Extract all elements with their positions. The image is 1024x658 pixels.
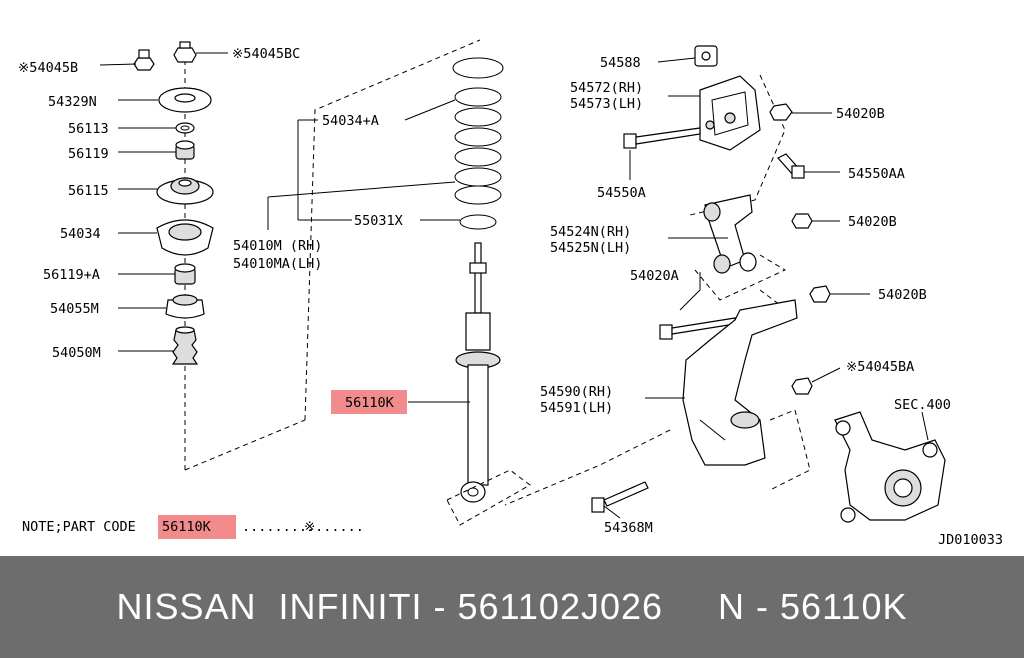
note-code: 56110K [162, 519, 212, 535]
part-bolt-54368m[interactable] [591, 481, 649, 513]
mount-stack [99, 41, 306, 471]
part-lower-seat-55031x[interactable] [459, 214, 497, 230]
note-prefix: NOTE;PART CODE [22, 519, 136, 535]
label-54524n: 54524N(RH) [550, 224, 631, 240]
part-shock-absorber-56110k[interactable] [455, 242, 501, 503]
part-nut-54045ba[interactable] [791, 377, 813, 395]
part-seat-54034[interactable] [156, 219, 214, 256]
part-washer-56113[interactable] [175, 122, 195, 134]
part-plate-54329n[interactable] [158, 87, 212, 113]
part-link-54524n[interactable] [703, 194, 757, 274]
label-54525n: 54525N(LH) [550, 240, 631, 256]
part-bumper-54050m[interactable] [171, 326, 199, 365]
note-mark: ※ [304, 519, 315, 535]
footer-title: NISSAN INFINITI - 561102J026 N - 56110K [116, 586, 908, 627]
label-54550aa: 54550AA [848, 166, 905, 182]
label-56115: 56115 [68, 183, 109, 199]
label-sec400: SEC.400 [894, 397, 951, 413]
part-nut-54045bc[interactable] [173, 41, 197, 63]
label-56113: 56113 [68, 121, 109, 137]
label-54050m: 54050M [52, 345, 101, 361]
right-assembly [504, 45, 946, 523]
note-code-highlight [158, 515, 236, 539]
label-54588: 54588 [600, 55, 641, 71]
label-54573: 54573(LH) [570, 96, 643, 112]
label-54020a: 54020A [630, 268, 679, 284]
label-56110k[interactable]: 56110K [345, 395, 395, 411]
part-nut-54020b-lower[interactable] [809, 285, 831, 303]
part-bushing-56119a[interactable] [174, 263, 196, 285]
label-54020b-lower: 54020B [878, 287, 927, 303]
note-dots: ............... [242, 519, 364, 535]
label-54055m: 54055M [50, 301, 99, 317]
label-54550a: 54550A [597, 185, 646, 201]
label-54020b-mid: 54020B [848, 214, 897, 230]
label-55031x: 55031X [354, 213, 403, 229]
part-bushing-56119[interactable] [175, 140, 195, 160]
spring-shock [267, 39, 531, 526]
label-54010ma: 54010MA(LH) [233, 256, 322, 272]
label-54034: 54034 [60, 226, 101, 242]
part-bolt-54550aa[interactable] [777, 153, 805, 179]
part-bolt-54550a[interactable] [623, 127, 701, 149]
part-nut-54045b[interactable] [133, 49, 155, 71]
label-56119a: 56119+A [43, 267, 100, 283]
label-54045ba: ※54045BA [846, 359, 914, 375]
label-54329n: 54329N [48, 94, 97, 110]
part-knuckle-54590[interactable] [682, 299, 798, 466]
label-54590: 54590(RH) [540, 384, 613, 400]
diagram-code: JD010033 [938, 532, 1003, 548]
part-bushing-54588[interactable] [694, 45, 718, 67]
label-54591: 54591(LH) [540, 400, 613, 416]
label-54045bc: ※54045BC [232, 46, 300, 62]
part-bracket-54572[interactable] [699, 75, 761, 151]
part-number-footer: NISSAN INFINITI - 561102J026 N - 56110K [0, 556, 1024, 658]
part-cup-54055m[interactable] [165, 294, 205, 319]
part-upper-seat-54034a[interactable] [452, 57, 504, 79]
part-coil-spring[interactable] [454, 87, 502, 205]
label-54010m: 54010M (RH) [233, 238, 322, 254]
part-nut-54020b-upper[interactable] [769, 103, 793, 121]
highlight-56110k [331, 390, 407, 414]
label-54034a: 54034+A [322, 113, 379, 129]
label-54020b-upper: 54020B [836, 106, 885, 122]
label-54572: 54572(RH) [570, 80, 643, 96]
part-axle-housing-sec400[interactable] [834, 411, 946, 523]
part-mount-56115[interactable] [156, 177, 214, 205]
label-56119: 56119 [68, 146, 109, 162]
suspension-parts-diagram: ※54045B ※54045BC 54329N 56113 56119 5611… [18, 39, 1003, 548]
labels: ※54045B ※54045BC 54329N 56113 56119 5611… [18, 46, 1003, 548]
label-54045b: ※54045B [18, 60, 78, 76]
label-54368m: 54368M [604, 520, 653, 536]
part-nut-54020b-mid[interactable] [791, 213, 813, 229]
